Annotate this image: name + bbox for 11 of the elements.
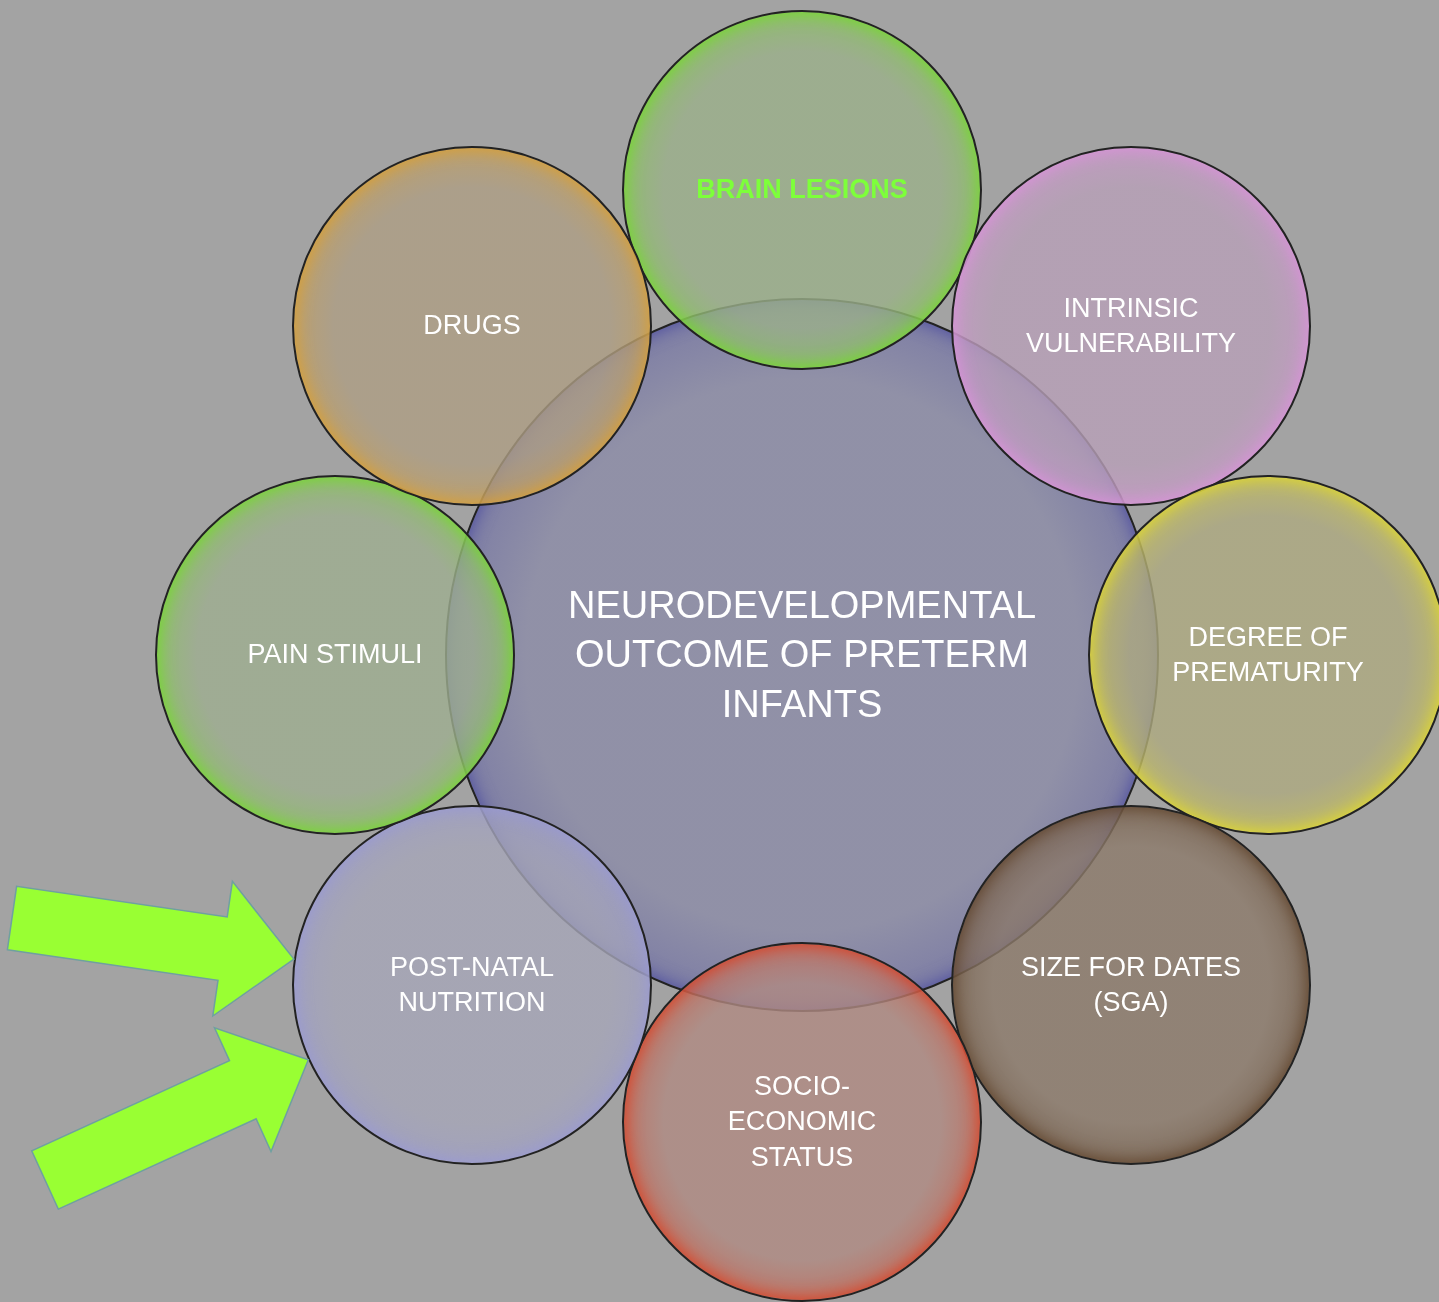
factor-label: SIZE FOR DATES (SGA) <box>1020 950 1242 1019</box>
factor-label: DEGREE OF PREMATURITY <box>1171 620 1365 689</box>
block-arrow <box>6 879 295 1018</box>
block-arrow <box>30 1026 310 1211</box>
factor-label: SOCIO-ECONOMIC STATUS <box>726 1070 878 1174</box>
factor-label: POST-NATAL NUTRITION <box>389 950 555 1019</box>
factor-label: PAIN STIMULI <box>247 638 423 672</box>
factor-label: DRUGS <box>423 309 521 343</box>
outcome-title: NEURODEVELOPMENTAL OUTCOME OF PRETERM INFANTS <box>566 582 1038 727</box>
factor-label: BRAIN LESIONS <box>696 173 908 207</box>
factor-label: INTRINSIC VULNERABILITY <box>1024 291 1238 360</box>
